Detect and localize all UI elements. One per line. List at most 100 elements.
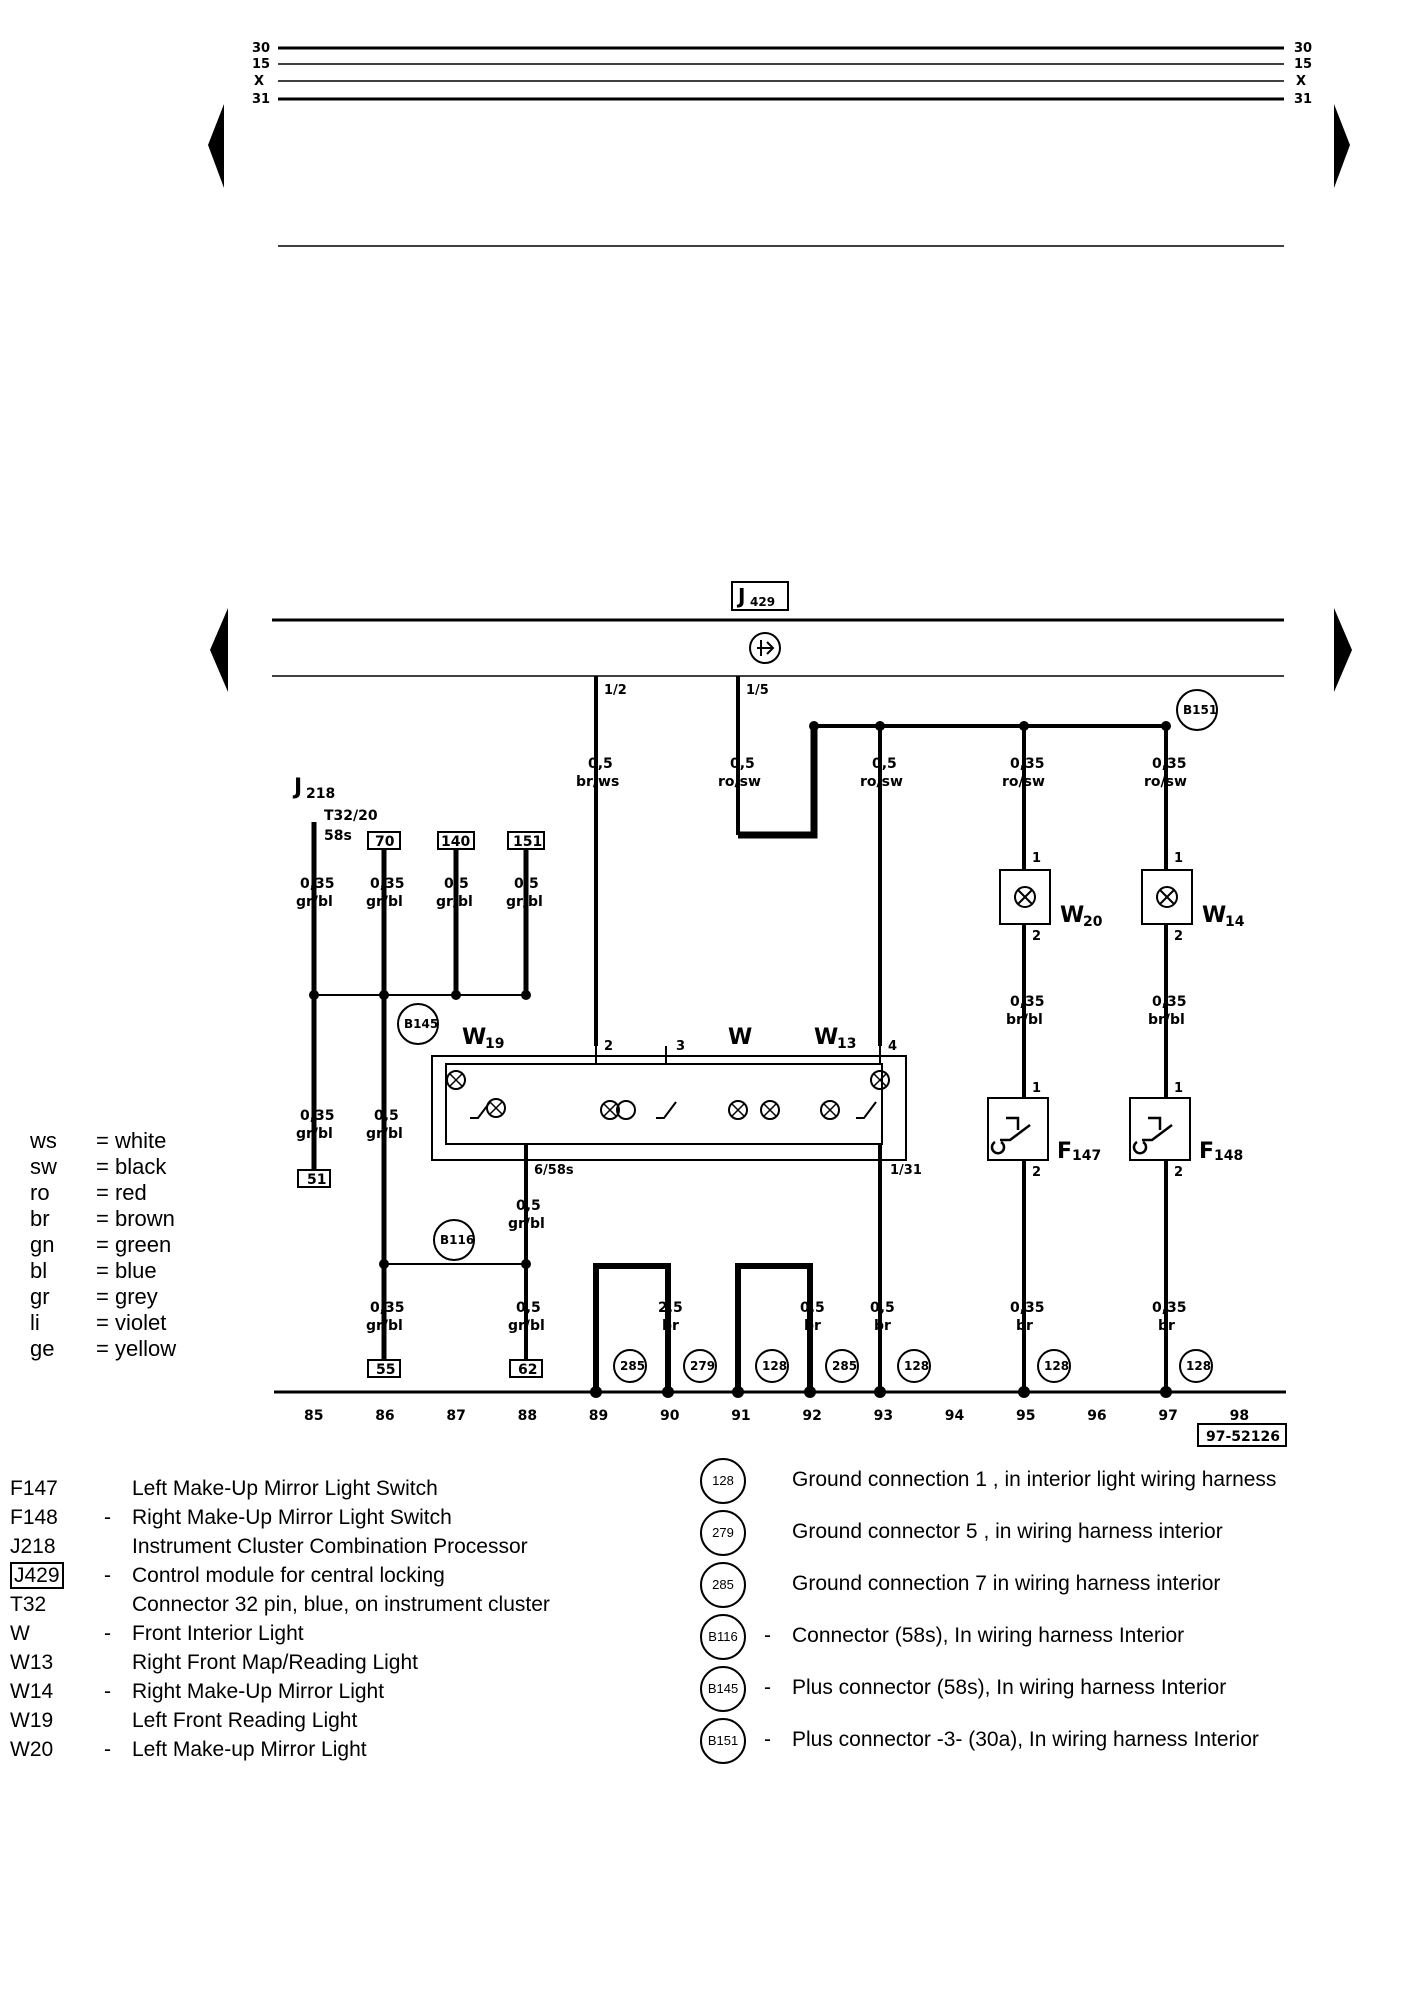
ref-box-62 (509, 1359, 543, 1378)
w20-label: W (1060, 903, 1084, 928)
w19-label: W (462, 1025, 486, 1050)
scale-number: 92 (802, 1408, 821, 1424)
wire-gauge: 0,5 (870, 1300, 895, 1316)
w13-label: W (814, 1025, 838, 1050)
scale-number: 96 (1087, 1408, 1106, 1424)
w14-sub: 14 (1225, 914, 1245, 930)
scale-number: 91 (731, 1408, 750, 1424)
component-code: J218 (10, 1535, 56, 1558)
wire-gauge: 0,5 (514, 876, 539, 892)
ground-key-dash: - (764, 1728, 771, 1751)
rail-label-15-left: 15 (252, 57, 270, 72)
rail-label-31-left: 31 (252, 92, 270, 107)
wire-gauge: 0,5 (588, 756, 613, 772)
ref-55: 55 (376, 1362, 395, 1378)
legend-row: br= brown (30, 1206, 176, 1232)
wire-color: br/ws (576, 774, 619, 790)
ref-box-140 (437, 831, 475, 850)
ref-151: 151 (513, 834, 542, 850)
pin-label: 2 (1032, 929, 1041, 944)
legend-code: ws (30, 1128, 57, 1153)
wire-color: gr/bl (506, 894, 543, 910)
rail-label-30-left: 30 (252, 41, 270, 56)
legend-code: bl (30, 1258, 48, 1283)
component-desc: Right Front Map/Reading Light (132, 1651, 418, 1674)
wire-color: gr/bl (508, 1318, 545, 1334)
ground-key-desc: Ground connection 1 , in interior light … (792, 1468, 1277, 1491)
legend-row: bl= blue (30, 1258, 176, 1284)
wire-gauge: 0,5 (800, 1300, 825, 1316)
legend-row: ws= white (30, 1128, 176, 1154)
pin-6-58s: 6/58s (534, 1163, 574, 1178)
ground-key-desc: Connector (58s), In wiring harness Inter… (792, 1624, 1185, 1647)
w13-sub: 13 (837, 1036, 856, 1052)
wire-gauge: 0,5 (730, 756, 755, 772)
wire-gauge: 0,35 (1010, 756, 1045, 772)
legend-row: sw= black (30, 1154, 176, 1180)
wire-color: ro/sw (1144, 774, 1187, 790)
component-desc: Left Front Reading Light (132, 1709, 358, 1732)
ground-key-circle: 279 (700, 1510, 746, 1556)
f147-sub: 147 (1072, 1148, 1101, 1164)
wire-color: gr/bl (508, 1216, 545, 1232)
ground-key-circle: 128 (700, 1458, 746, 1504)
component-code: F147 (10, 1477, 58, 1500)
j429-label-box (731, 581, 789, 611)
legend-row: li= violet (30, 1310, 176, 1336)
58s-pin: 58s (324, 828, 352, 844)
wire-gauge: 0,35 (1152, 1300, 1187, 1316)
legend-code: gn (30, 1232, 55, 1257)
pin-1-5: 1/5 (746, 683, 769, 698)
wire-gauge: 0,5 (516, 1300, 541, 1316)
scale-number: 85 (304, 1408, 323, 1424)
pin-label: 3 (676, 1039, 685, 1054)
j218-sub: 218 (306, 786, 335, 802)
ground-key-desc: Plus connector -3- (30a), In wiring harn… (792, 1728, 1259, 1751)
ref-box-51 (297, 1169, 331, 1188)
next-page-arrow-icon[interactable] (1334, 104, 1350, 188)
rail-label-30-right: 30 (1294, 41, 1312, 56)
w-label: W (728, 1025, 752, 1050)
component-row: J429-Control module for central locking (10, 1561, 550, 1590)
wire-color: gr/bl (436, 894, 473, 910)
wire-color: br (804, 1318, 821, 1334)
ground-key-circle: B145 (700, 1666, 746, 1712)
b151-connector-icon (1176, 689, 1218, 731)
ground-key-circle: B116 (700, 1614, 746, 1660)
legend-row: gr= grey (30, 1284, 176, 1310)
wire-gauge: 0,35 (1152, 994, 1187, 1010)
wire-gauge: 2,5 (658, 1300, 683, 1316)
rail-label-31-right: 31 (1294, 92, 1312, 107)
b145-connector-icon (397, 1003, 439, 1045)
component-row: W-Front Interior Light (10, 1619, 550, 1648)
component-dash: - (104, 1738, 111, 1761)
pin-label: 1 (1032, 1081, 1041, 1096)
legend-value: = red (96, 1180, 147, 1205)
ground-key-dash: - (764, 1624, 771, 1647)
wire-color: br (1016, 1318, 1033, 1334)
wire-color: gr/bl (366, 1126, 403, 1142)
ground-key-desc: Ground connector 5 , in wiring harness i… (792, 1520, 1223, 1543)
ref-62: 62 (518, 1362, 537, 1378)
component-code: T32 (10, 1593, 47, 1616)
ground-285: 285 (620, 1359, 645, 1373)
component-dash: - (104, 1622, 111, 1645)
diagram-id-box (1197, 1423, 1287, 1447)
wire-gauge: 0,35 (300, 1108, 335, 1124)
wire-color: gr/bl (296, 1126, 333, 1142)
pin-label: 2 (1032, 1165, 1041, 1180)
component-code: J429 (10, 1561, 104, 1590)
ref-box-70 (367, 831, 401, 850)
legend-code: gr (30, 1284, 50, 1309)
next-page-arrow-icon-2[interactable] (1334, 608, 1352, 692)
legend-value: = yellow (96, 1336, 177, 1361)
prev-page-arrow-icon-2[interactable] (210, 608, 228, 692)
ground-128: 128 (1186, 1359, 1211, 1373)
prev-page-arrow-icon[interactable] (208, 104, 224, 188)
wire-color: br (662, 1318, 679, 1334)
scale-number: 97 (1158, 1408, 1177, 1424)
